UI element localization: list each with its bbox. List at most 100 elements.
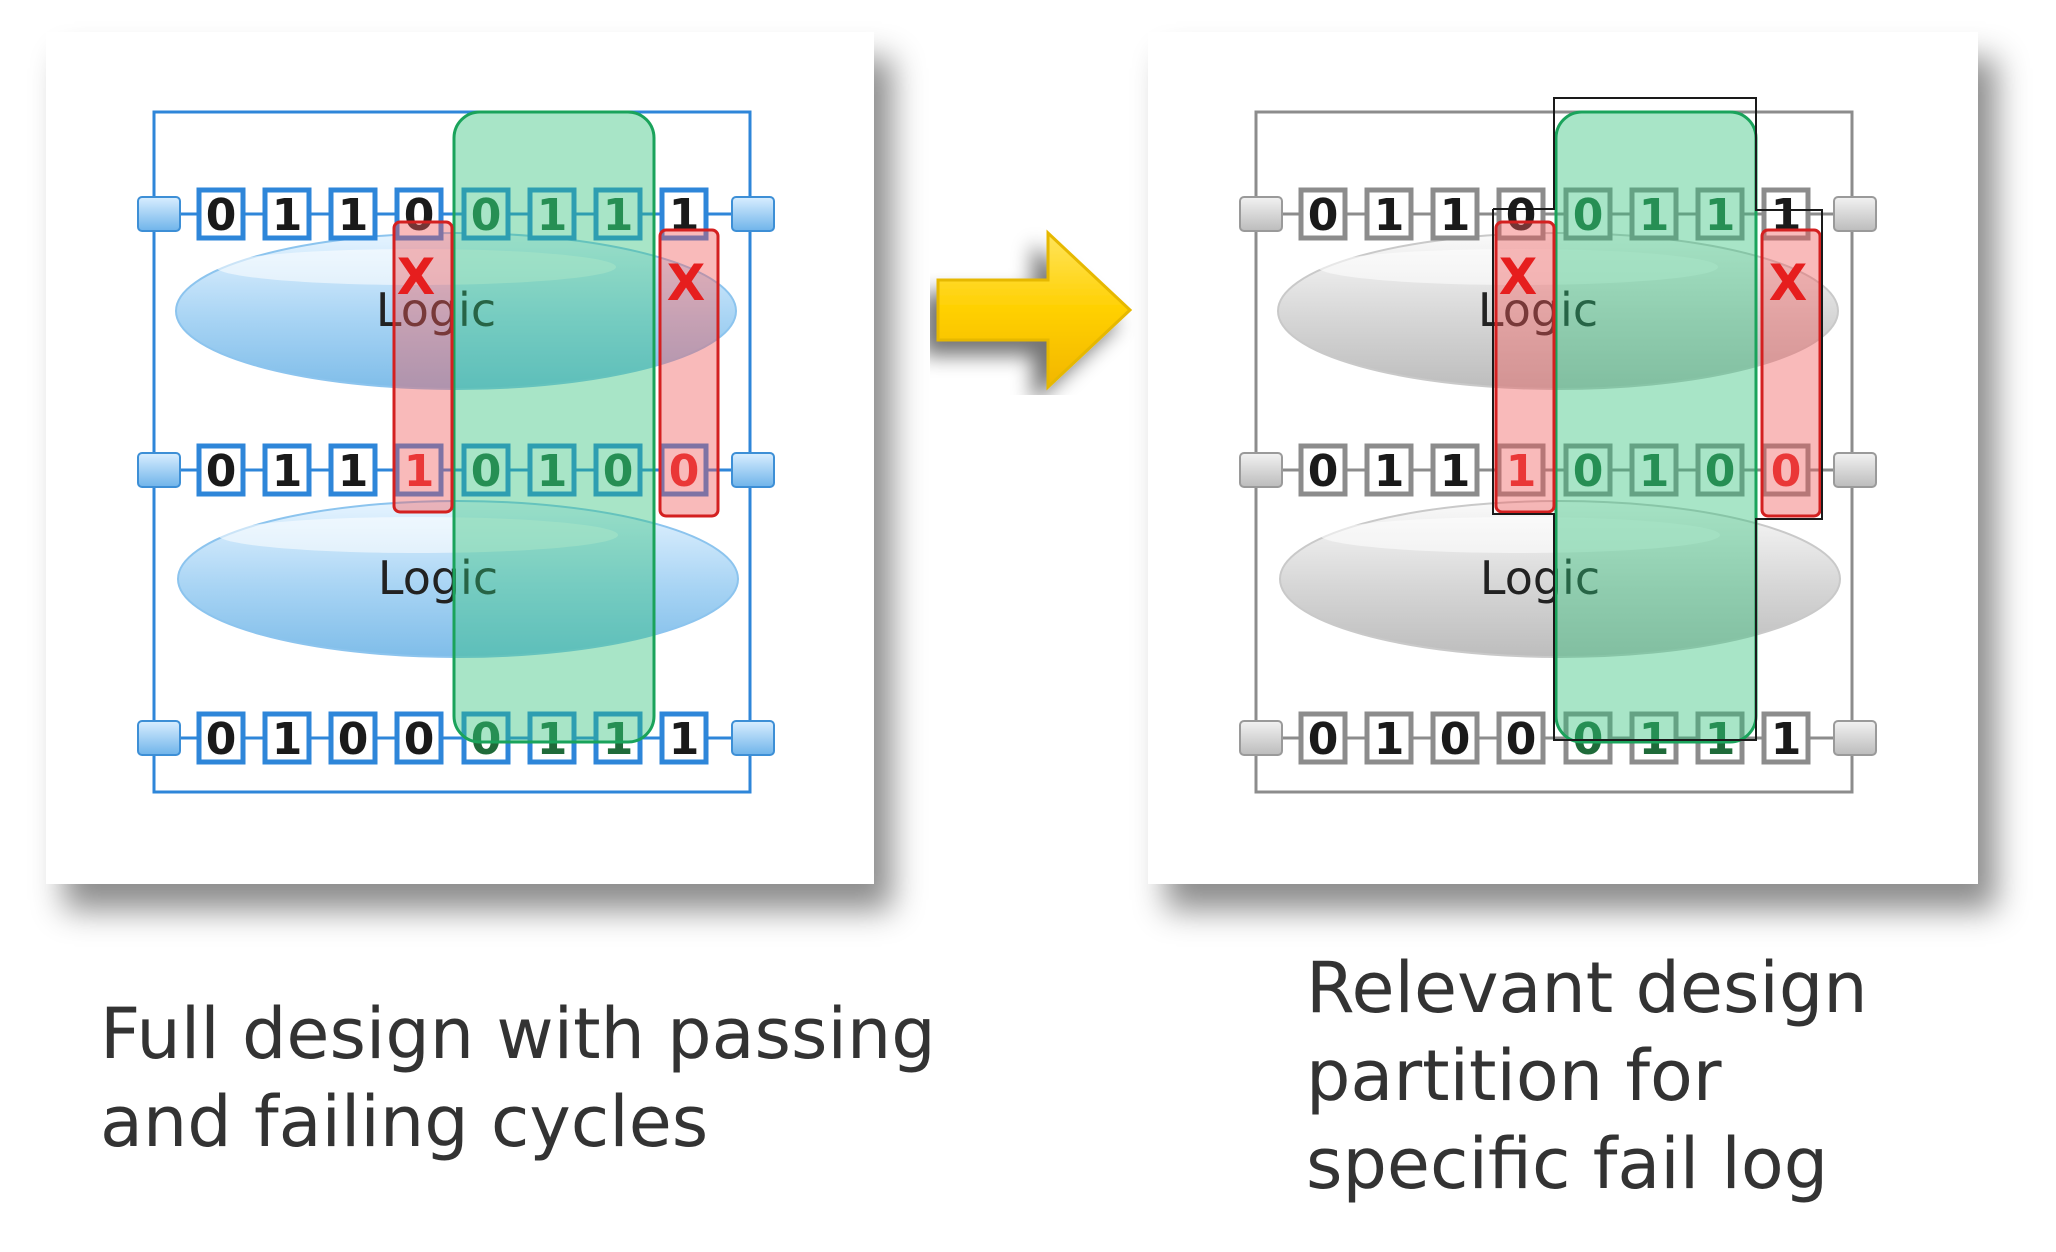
scan-cell-value: 1 xyxy=(1374,190,1405,241)
caption-line: partition for xyxy=(1306,1035,1722,1117)
scan-cell-value: 0 xyxy=(471,446,502,497)
scan-cell xyxy=(1430,187,1480,241)
scan-cell-value: 1 xyxy=(1374,446,1405,497)
scan-cell-value: 0 xyxy=(471,190,502,241)
scan-cell-value: 1 xyxy=(1440,446,1471,497)
failing-cycle-region xyxy=(1760,228,1822,518)
scan-cell-value: 0 xyxy=(603,446,634,497)
scan-cell-value: 0 xyxy=(404,190,435,241)
x-mark: X xyxy=(397,248,436,306)
scan-cell-value: 1 xyxy=(669,190,700,241)
scan-cell xyxy=(1430,711,1480,765)
scan-cell-value: 1 xyxy=(272,446,303,497)
scan-out-port xyxy=(731,196,775,232)
logic-highlight xyxy=(1320,517,1720,553)
logic-highlight xyxy=(218,517,618,553)
right-arrow-icon xyxy=(936,229,1133,391)
scan-in-port xyxy=(137,452,181,488)
scan-cell xyxy=(1298,443,1348,497)
x-mark: X xyxy=(667,254,706,312)
scan-cell-value: 0 xyxy=(1705,446,1736,497)
scan-cell xyxy=(1496,187,1546,241)
scan-cell xyxy=(593,443,643,497)
full-design-caption: Full design with passing and failing cyc… xyxy=(100,990,936,1166)
scan-cell xyxy=(1629,443,1679,497)
caption-line: specific fail log xyxy=(1306,1123,1829,1205)
partition-caption: Relevant design partition for specific f… xyxy=(1306,944,1868,1208)
scan-cell-value: 1 xyxy=(1771,714,1802,765)
scan-cell xyxy=(659,711,709,765)
scan-cell-value: 0 xyxy=(1573,446,1604,497)
scan-cell-value: 0 xyxy=(1506,190,1537,241)
scan-cell-value: 1 xyxy=(272,714,303,765)
scan-cell xyxy=(1298,711,1348,765)
scan-cell xyxy=(394,711,444,765)
scan-cell-value: 1 xyxy=(1705,190,1736,241)
failing-cycle-region xyxy=(1494,220,1556,514)
scan-cell-value: 0 xyxy=(1308,190,1339,241)
scan-cell xyxy=(1761,711,1811,765)
logic-label: Logic xyxy=(378,551,498,605)
scan-cell xyxy=(659,443,709,497)
scan-cell xyxy=(1695,443,1745,497)
scan-cell xyxy=(1364,187,1414,241)
x-mark: X xyxy=(1499,248,1538,306)
scan-cell-value: 1 xyxy=(537,714,568,765)
scan-out-port xyxy=(1833,720,1877,756)
scan-cell-value: 0 xyxy=(1308,446,1339,497)
scan-cell-value: 0 xyxy=(1308,714,1339,765)
scan-cell xyxy=(461,187,511,241)
scan-cell-value: 1 xyxy=(1506,446,1537,497)
scan-cell-value: 1 xyxy=(603,190,634,241)
scan-cell-value: 0 xyxy=(338,714,369,765)
scan-cell-value: 0 xyxy=(1440,714,1471,765)
scan-cell xyxy=(328,187,378,241)
scan-out-port xyxy=(731,452,775,488)
scan-cell xyxy=(1761,443,1811,497)
scan-cell xyxy=(262,711,312,765)
scan-cell-value: 1 xyxy=(603,714,634,765)
scan-cell xyxy=(527,443,577,497)
scan-cell xyxy=(527,711,577,765)
scan-cell xyxy=(328,711,378,765)
scan-cell xyxy=(461,711,511,765)
scan-cell xyxy=(262,443,312,497)
scan-cell-value: 0 xyxy=(206,446,237,497)
scan-out-port xyxy=(1833,452,1877,488)
scan-out-port xyxy=(731,720,775,756)
scan-cell-value: 0 xyxy=(206,190,237,241)
failing-cycle-region xyxy=(658,228,720,518)
scan-cell xyxy=(1563,711,1613,765)
logic-highlight xyxy=(216,249,616,285)
scan-cell xyxy=(328,443,378,497)
scan-cell xyxy=(1364,443,1414,497)
scan-cell xyxy=(1496,711,1546,765)
scan-cell xyxy=(1563,443,1613,497)
scan-cell-value: 1 xyxy=(1440,190,1471,241)
logic-label: Logic xyxy=(1478,283,1598,337)
scan-cell xyxy=(1629,187,1679,241)
partition-outline xyxy=(1492,97,1823,741)
scan-out-port xyxy=(1833,196,1877,232)
scan-cell-value: 0 xyxy=(206,714,237,765)
scan-cell-value: 1 xyxy=(404,446,435,497)
logic-label: Logic xyxy=(376,283,496,337)
scan-cell-value: 1 xyxy=(1639,190,1670,241)
scan-cell-value: 1 xyxy=(338,446,369,497)
scan-cell xyxy=(593,187,643,241)
scan-cell xyxy=(196,187,246,241)
failing-cycle-region xyxy=(392,220,454,514)
scan-cell xyxy=(394,187,444,241)
scan-cell-value: 1 xyxy=(1771,190,1802,241)
scan-cell xyxy=(394,443,444,497)
scan-cell-value: 1 xyxy=(1639,446,1670,497)
logic-label: Logic xyxy=(1480,551,1600,605)
passing-cycles-region xyxy=(452,110,656,744)
scan-in-port xyxy=(1239,452,1283,488)
scan-in-port xyxy=(1239,720,1283,756)
scan-cell xyxy=(1496,443,1546,497)
